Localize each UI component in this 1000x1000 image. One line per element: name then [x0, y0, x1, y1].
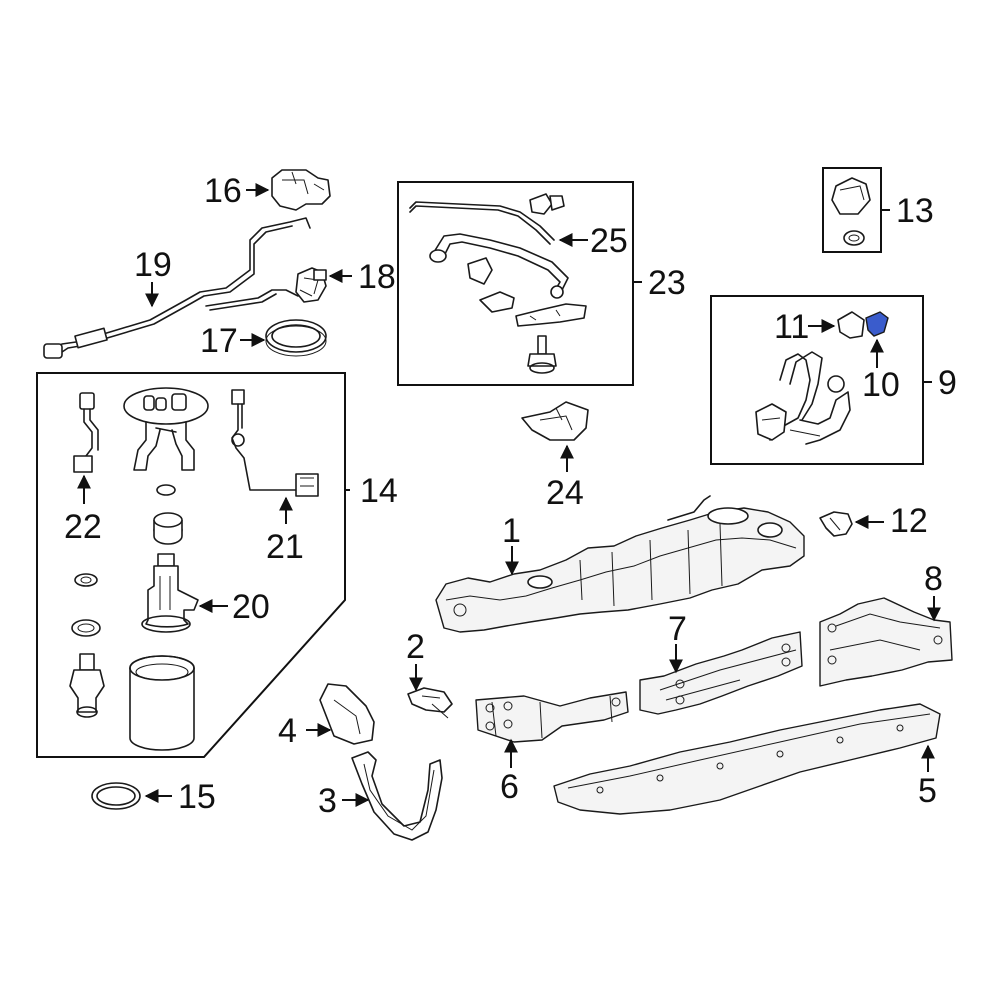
label-24: 24 [546, 474, 584, 512]
part-18-connector[interactable] [295, 267, 327, 303]
label-11: 11 [774, 308, 809, 346]
label-10: 10 [862, 366, 900, 404]
pump-reservoir-cup[interactable] [129, 655, 195, 751]
part-17-lock-ring[interactable] [265, 319, 327, 357]
part-3-tank-strap[interactable] [351, 751, 443, 841]
part-8-rear-shield[interactable] [819, 597, 953, 687]
part-16-bracket[interactable] [271, 169, 331, 211]
label-16: 16 [204, 172, 242, 210]
filler-neck-assembly[interactable] [755, 351, 851, 445]
vent-hose-group-frame [397, 181, 634, 386]
part-1-fuel-tank[interactable] [435, 495, 805, 633]
label-7: 7 [668, 610, 687, 648]
part-20-fuel-pump[interactable] [141, 553, 199, 633]
label-8: 8 [924, 560, 943, 598]
fuel-pump-group-frame [36, 372, 346, 758]
label-14: 14 [360, 472, 398, 510]
o-ring-b[interactable] [71, 619, 101, 637]
label-21: 21 [266, 528, 304, 566]
label-22: 22 [64, 508, 102, 546]
pump-module-flange[interactable] [123, 387, 209, 471]
part-7-heat-shield[interactable] [639, 631, 803, 715]
part-4-plate-bracket[interactable] [319, 683, 375, 745]
label-4: 4 [278, 712, 297, 750]
o-ring-b-inner [77, 623, 95, 633]
label-18: 18 [358, 258, 396, 296]
o-ring-small[interactable] [156, 484, 176, 496]
label-12: 12 [890, 502, 928, 540]
part-22-sensor-wire[interactable] [73, 392, 99, 473]
part-13-fuel-cap[interactable] [831, 177, 871, 246]
vent-hose[interactable] [429, 233, 569, 299]
hose-clamp-bracket[interactable] [467, 257, 587, 327]
label-19: 19 [134, 246, 172, 284]
label-2: 2 [406, 628, 425, 666]
label-9: 9 [938, 364, 957, 402]
mount-bolt[interactable] [527, 335, 557, 374]
label-5: 5 [918, 772, 937, 810]
label-1: 1 [502, 512, 521, 550]
pressure-regulator[interactable] [69, 653, 105, 718]
part-24-protector[interactable] [521, 401, 589, 441]
callout-labels: 16 19 18 17 14 22 21 20 15 25 23 24 13 1… [64, 172, 957, 820]
part-25-vent-tube[interactable] [409, 193, 565, 245]
label-20: 20 [232, 588, 270, 626]
part-19-harness[interactable] [43, 217, 319, 359]
callout-arrows [77, 183, 941, 807]
part-12-bracket[interactable] [819, 511, 853, 537]
o-ring-a-inner [80, 576, 92, 584]
label-23: 23 [648, 264, 686, 302]
part-5-skid-plate[interactable] [553, 703, 941, 815]
part-11-seal[interactable] [837, 311, 865, 339]
label-13: 13 [896, 192, 934, 230]
part-21-level-sender[interactable] [231, 389, 319, 497]
filler-neck-group-frame [710, 295, 924, 465]
label-25: 25 [590, 222, 628, 260]
o-ring-a[interactable] [74, 573, 98, 587]
part-10-clip-highlighted[interactable] [865, 311, 889, 337]
label-15: 15 [178, 778, 216, 816]
label-3: 3 [318, 782, 337, 820]
label-17: 17 [200, 322, 238, 360]
part-2-bracket[interactable] [407, 687, 453, 719]
label-6: 6 [500, 768, 519, 806]
filter-sleeve[interactable] [153, 512, 183, 545]
part-15-gasket[interactable] [91, 782, 141, 810]
part-6-bracket[interactable] [475, 691, 629, 743]
